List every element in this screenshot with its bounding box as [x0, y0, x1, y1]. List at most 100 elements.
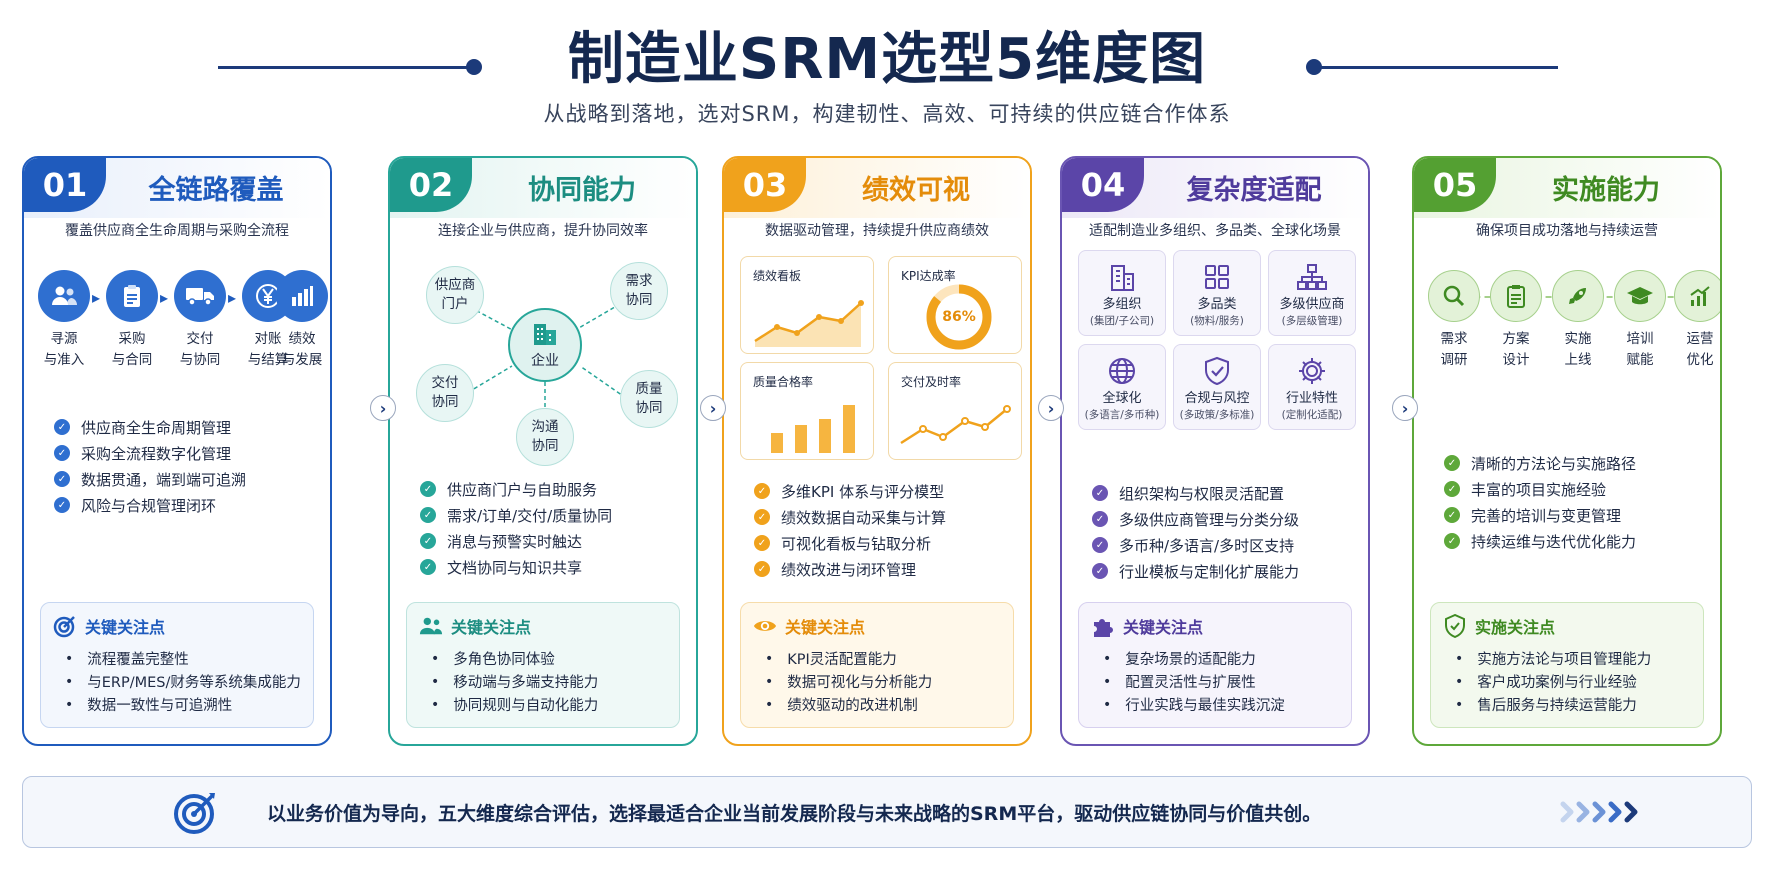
check-item: ✓采购全流程数字化管理: [54, 440, 320, 466]
check-item: ✓多维KPI 体系与评分模型: [754, 478, 1020, 504]
arrow-right-icon: ▸: [160, 288, 169, 307]
card-subtitle: 连接企业与供应商，提升协同效率: [438, 223, 648, 239]
flow-step: 运营优化: [1670, 270, 1720, 371]
chevron-right-button[interactable]: ›: [370, 395, 396, 421]
focus-item: 移动端与多端支持能力: [431, 670, 671, 693]
focus-title: 关键关注点: [1091, 613, 1203, 639]
card-subtitle: 适配制造业多组织、多品类、全球化场景: [1089, 223, 1341, 239]
card-header: 02 协同能力: [390, 158, 696, 218]
check-item: ✓消息与预警实时触达: [420, 528, 686, 554]
check-icon: ✓: [1092, 563, 1108, 579]
check-item: ✓供应商门户与自助服务: [420, 476, 686, 502]
flow-step: 采购与合同: [102, 270, 162, 371]
page-title: 制造业SRM选型5维度图: [567, 27, 1207, 92]
check-item: ✓数据贯通，端到端可追溯: [54, 466, 320, 492]
focus-item: KPI灵活配置能力: [765, 647, 1005, 670]
check-icon: ✓: [1092, 537, 1108, 553]
check-item: ✓风险与合规管理闭环: [54, 492, 320, 518]
focus-item: 数据可视化与分析能力: [765, 670, 1005, 693]
card-implementation: 05 实施能力 确保项目成功落地与持续运营 需求调研 方案设计 实施上线 培训赋…: [1412, 156, 1722, 746]
feature-checklist: ✓清晰的方法论与实施路径 ✓丰富的项目实施经验 ✓完善的培训与变更管理 ✓持续运…: [1444, 450, 1710, 554]
process-flow: 需求调研 方案设计 实施上线 培训赋能 运营优化: [1414, 270, 1720, 380]
network-node: 沟通协同: [516, 408, 574, 466]
chevron-right-button[interactable]: ›: [1392, 395, 1418, 421]
globe-icon: [1079, 351, 1165, 391]
focus-list: 流程覆盖完整性 与ERP/MES/财务等系统集成能力 数据一致性与可追溯性: [65, 647, 305, 716]
feature-checklist: ✓组织架构与权限灵活配置 ✓多级供应商管理与分类分级 ✓多币种/多语言/多时区支…: [1092, 480, 1358, 584]
flow-label-1: 采购: [118, 331, 146, 347]
flow-step: 绩效与发展: [272, 270, 330, 371]
dashboard-panel: 绩效看板: [740, 256, 874, 354]
feature-checklist: ✓多维KPI 体系与评分模型 ✓绩效数据自动采集与计算 ✓可视化看板与钻取分析 …: [754, 478, 1020, 582]
card-number: 01: [24, 158, 106, 212]
focus-box: 关键关注点 KPI灵活配置能力 数据可视化与分析能力 绩效驱动的改进机制: [740, 602, 1014, 728]
target-icon: [53, 614, 77, 638]
check-icon: ✓: [1444, 481, 1460, 497]
flow-step: 需求调研: [1424, 270, 1484, 371]
focus-box: 关键关注点 复杂场景的适配能力 配置灵活性与扩展性 行业实践与最佳实践沉淀: [1078, 602, 1352, 728]
check-item: ✓丰富的项目实施经验: [1444, 476, 1710, 502]
focus-box: 关键关注点 流程覆盖完整性 与ERP/MES/财务等系统集成能力 数据一致性与可…: [40, 602, 314, 728]
check-icon: ✓: [54, 497, 70, 513]
check-icon: ✓: [754, 535, 770, 551]
building-icon: [531, 320, 559, 350]
card-subtitle: 覆盖供应商全生命周期与采购全流程: [65, 223, 289, 239]
dashboard-panel: 质量合格率: [740, 362, 874, 460]
check-icon: ✓: [754, 483, 770, 499]
focus-title: 关键关注点: [53, 613, 165, 639]
check-item: ✓持续运维与迭代优化能力: [1444, 528, 1710, 554]
check-item: ✓行业模板与定制化扩展能力: [1092, 558, 1358, 584]
card-number: 04: [1062, 158, 1144, 212]
card-number: 05: [1414, 158, 1496, 212]
arrow-right-icon: ▸: [92, 288, 101, 307]
card-title: 绩效可视: [862, 175, 970, 206]
check-icon: ✓: [54, 419, 70, 435]
check-item: ✓绩效改进与闭环管理: [754, 556, 1020, 582]
header: 制造业SRM选型5维度图: [0, 14, 1774, 96]
capability-tile: 多品类(物料/服务): [1173, 250, 1261, 336]
focus-item: 售后服务与持续运营能力: [1455, 693, 1695, 716]
network-node: 质量协同: [620, 370, 678, 428]
capability-grid: 多组织(集团/子公司) 多品类(物料/服务) 多级供应商(多层级管理) 全球化(…: [1078, 250, 1356, 430]
flow-label-1: 对账: [254, 331, 282, 347]
card-title: 实施能力: [1552, 175, 1660, 206]
panel-title: 质量合格率: [753, 375, 814, 389]
card-subtitle: 数据驱动管理，持续提升供应商绩效: [765, 223, 989, 239]
flow-label-1: 寻源: [50, 331, 78, 347]
focus-item: 客户成功案例与行业经验: [1455, 670, 1695, 693]
check-icon: ✓: [754, 561, 770, 577]
focus-item: 与ERP/MES/财务等系统集成能力: [65, 670, 305, 693]
capability-tile: 多组织(集团/子公司): [1078, 250, 1166, 336]
flow-step: 方案设计: [1486, 270, 1546, 371]
focus-item: 复杂场景的适配能力: [1103, 647, 1343, 670]
check-item: ✓需求/订单/交付/质量协同: [420, 502, 686, 528]
chevron-right-button[interactable]: ›: [1038, 395, 1064, 421]
check-icon: ✓: [420, 507, 436, 523]
network-node: 供应商门户: [426, 266, 484, 324]
card-number: 02: [390, 158, 472, 212]
check-item: ✓多币种/多语言/多时区支持: [1092, 532, 1358, 558]
summary-text: 以业务价值为导向，五大维度综合评估，选择最适合企业当前发展阶段与未来战略的SRM…: [267, 802, 1322, 825]
focus-item: 流程覆盖完整性: [65, 647, 305, 670]
title-right-line: [1318, 66, 1558, 69]
area-chart-graphic: [754, 300, 864, 347]
collaboration-network: 供应商门户 需求协同 交付协同 质量协同 沟通协同 企业: [390, 248, 696, 466]
focus-title: 实施关注点: [1443, 613, 1555, 639]
rocket-icon: [1552, 270, 1604, 322]
panel-title: 绩效看板: [753, 269, 802, 283]
card-number: 03: [724, 158, 806, 212]
shield-check-icon: [1443, 614, 1467, 638]
arrow-right-icon: ▸: [228, 288, 237, 307]
dashboard-panel: 交付及时率: [888, 362, 1022, 460]
chevron-right-button[interactable]: ›: [700, 395, 726, 421]
check-icon: ✓: [54, 445, 70, 461]
card-header: 03 绩效可视: [724, 158, 1030, 218]
eye-icon: [753, 614, 777, 638]
focus-item: 配置灵活性与扩展性: [1103, 670, 1343, 693]
card-header: 04 复杂度适配: [1062, 158, 1368, 218]
clipboard-icon: [106, 270, 158, 322]
flow-label-1: 绩效: [288, 331, 316, 347]
card-collaboration: 02 协同能力 连接企业与供应商，提升协同效率 供应商门户 需求协同 交付协同 …: [388, 156, 698, 746]
check-icon: ✓: [1092, 511, 1108, 527]
capability-tile: 全球化(多语言/多币种): [1078, 344, 1166, 430]
